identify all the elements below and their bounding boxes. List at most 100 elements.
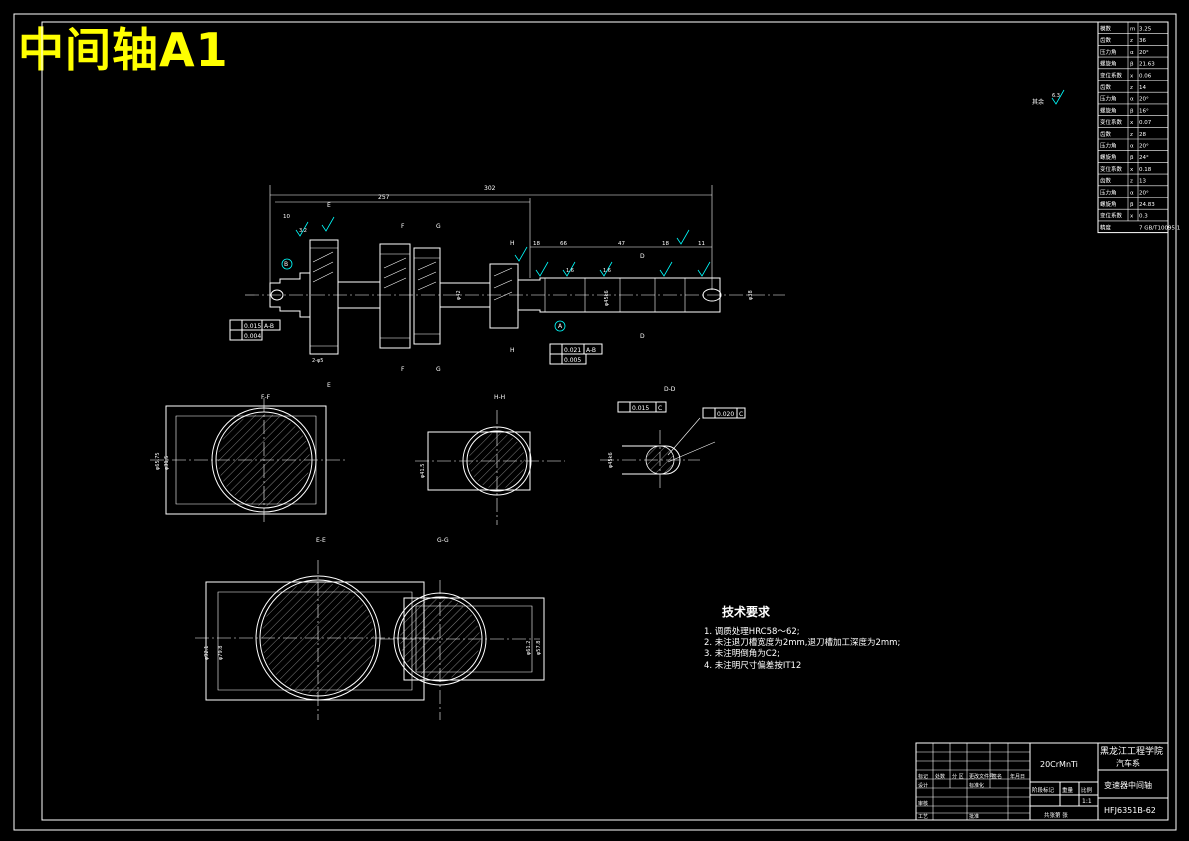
svg-text:处数: 处数 xyxy=(935,773,945,780)
param-cell: 压力角 xyxy=(1100,188,1117,196)
param-cell: 齿数 xyxy=(1100,130,1112,138)
param-cell: z xyxy=(1130,179,1133,185)
svg-text:0.021: 0.021 xyxy=(564,347,581,354)
param-cell: 变位系数 xyxy=(1100,212,1123,220)
param-cell: m xyxy=(1130,27,1135,33)
param-cell: x xyxy=(1130,73,1134,79)
part-name: 变速器中间轴 xyxy=(1104,780,1152,790)
svg-text:φ92.1: φ92.1 xyxy=(204,646,210,660)
param-cell: α xyxy=(1130,97,1134,103)
param-cell: z xyxy=(1130,85,1133,91)
tech-req-1: 1. 调质处理HRC58～62; xyxy=(704,626,800,637)
param-cell: 36 xyxy=(1139,38,1146,44)
inner-frame xyxy=(41,21,1169,821)
svg-text:H-H: H-H xyxy=(494,394,505,401)
svg-text:阶段标记: 阶段标记 xyxy=(1032,786,1055,794)
svg-text:批准: 批准 xyxy=(969,813,979,820)
param-cell: x xyxy=(1130,167,1134,173)
section-f-f: F-F φ65.75 φ31.5 xyxy=(150,394,345,525)
section-mark-h-bottom: H xyxy=(510,347,515,354)
section-mark-e-top: E xyxy=(327,202,331,209)
roughness-value: 6.3 xyxy=(1052,93,1060,99)
param-cell: 压力角 xyxy=(1100,142,1117,150)
school-name: 黑龙江工程学院 xyxy=(1100,745,1163,757)
roughness-label-2: 1.6 xyxy=(603,268,611,274)
shaft-main-view: 302 257 18 66 47 18 11 10 1.6 1.6 3.2 φ4… xyxy=(229,185,785,389)
dim-66: 66 xyxy=(560,241,567,247)
param-cell: α xyxy=(1130,50,1134,56)
tech-req-heading: 技术要求 xyxy=(722,604,771,619)
param-cell: x xyxy=(1130,120,1134,126)
param-cell: 螺旋角 xyxy=(1100,200,1117,208)
section-g-g: G-G φ61.2 φ57.8 xyxy=(380,537,545,720)
svg-text:φ61.2: φ61.2 xyxy=(526,641,532,655)
dia-label-4: 2-φ5 xyxy=(312,358,323,364)
gear-e xyxy=(309,239,339,355)
param-cell: β xyxy=(1130,108,1134,114)
svg-text:φ57.8: φ57.8 xyxy=(536,641,542,655)
section-mark-h-top: H xyxy=(510,240,515,247)
department: 汽车系 xyxy=(1116,758,1140,768)
param-cell: α xyxy=(1130,144,1134,150)
param-cell: 24° xyxy=(1139,155,1149,161)
param-cell: 模数 xyxy=(1100,25,1112,33)
param-cell: 28 xyxy=(1139,132,1146,138)
svg-text:0.015: 0.015 xyxy=(244,323,261,330)
param-cell: 齿数 xyxy=(1100,83,1112,91)
svg-text:年月日: 年月日 xyxy=(1010,773,1025,780)
gear-g xyxy=(413,247,441,345)
dim-47: 47 xyxy=(618,241,625,247)
svg-text:φ31.5: φ31.5 xyxy=(164,456,170,470)
svg-text:分 区: 分 区 xyxy=(952,773,964,780)
param-cell: x xyxy=(1130,214,1134,220)
svg-text:C: C xyxy=(658,405,662,412)
svg-text:重量: 重量 xyxy=(1062,786,1074,794)
roughness-label-3: 3.2 xyxy=(299,228,307,234)
tech-req-4: 4. 未注明尺寸偏差按IT12 xyxy=(704,660,801,671)
svg-text:标记: 标记 xyxy=(918,773,928,780)
param-cell: β xyxy=(1130,155,1134,161)
section-mark-d-top: D xyxy=(640,253,645,260)
svg-text:φ65.75: φ65.75 xyxy=(155,452,161,470)
param-cell: 精度 xyxy=(1100,223,1112,231)
dim-10: 18 xyxy=(533,241,540,247)
gear-f xyxy=(379,243,411,349)
dia-label-1: φ42 xyxy=(456,290,462,300)
svg-text:C: C xyxy=(739,411,743,418)
param-cell: 压力角 xyxy=(1100,95,1117,103)
svg-text:更改文件号: 更改文件号 xyxy=(969,773,994,780)
gear-h xyxy=(489,263,519,329)
dim-10-left: 10 xyxy=(283,214,290,220)
param-cell: z xyxy=(1130,132,1133,138)
svg-text:A-B: A-B xyxy=(586,347,596,354)
param-cell: 0.18 xyxy=(1139,167,1152,173)
param-cell: 21.63 xyxy=(1139,62,1155,68)
param-cell: 齿数 xyxy=(1100,36,1112,44)
param-cell: 0.07 xyxy=(1139,120,1152,126)
svg-text:工艺: 工艺 xyxy=(918,814,928,820)
param-cell: β xyxy=(1130,62,1134,68)
tolerance-frame-2: 0.021 A-B 0.005 xyxy=(549,343,603,365)
material: 20CrMnTi xyxy=(1040,760,1078,769)
param-cell: 压力角 xyxy=(1100,48,1117,56)
roughness-note: 其余 xyxy=(1032,98,1044,106)
section-mark-e-bottom: E xyxy=(327,382,331,389)
section-mark-f-bottom: F xyxy=(401,366,405,373)
svg-text:1:1: 1:1 xyxy=(1082,798,1092,805)
svg-text:E-E: E-E xyxy=(316,537,326,544)
param-cell: 变位系数 xyxy=(1100,71,1123,79)
tech-req-3: 3. 未注明倒角为C2; xyxy=(704,648,780,659)
svg-text:φ45k6: φ45k6 xyxy=(608,452,614,468)
param-cell: 13 xyxy=(1139,179,1146,185)
svg-text:A-B: A-B xyxy=(264,323,274,330)
param-cell: 3.25 xyxy=(1139,27,1152,33)
dia-label-2: φ45k6 xyxy=(604,290,610,306)
svg-text:标准化: 标准化 xyxy=(969,782,984,789)
svg-text:φ79.8: φ79.8 xyxy=(218,646,224,660)
section-mark-g-bottom: G xyxy=(436,366,441,373)
tolerance-frame-1: 0.015 A-B 0.004 xyxy=(229,319,281,341)
outer-frame xyxy=(13,13,1177,831)
param-cell: 20° xyxy=(1139,97,1149,103)
